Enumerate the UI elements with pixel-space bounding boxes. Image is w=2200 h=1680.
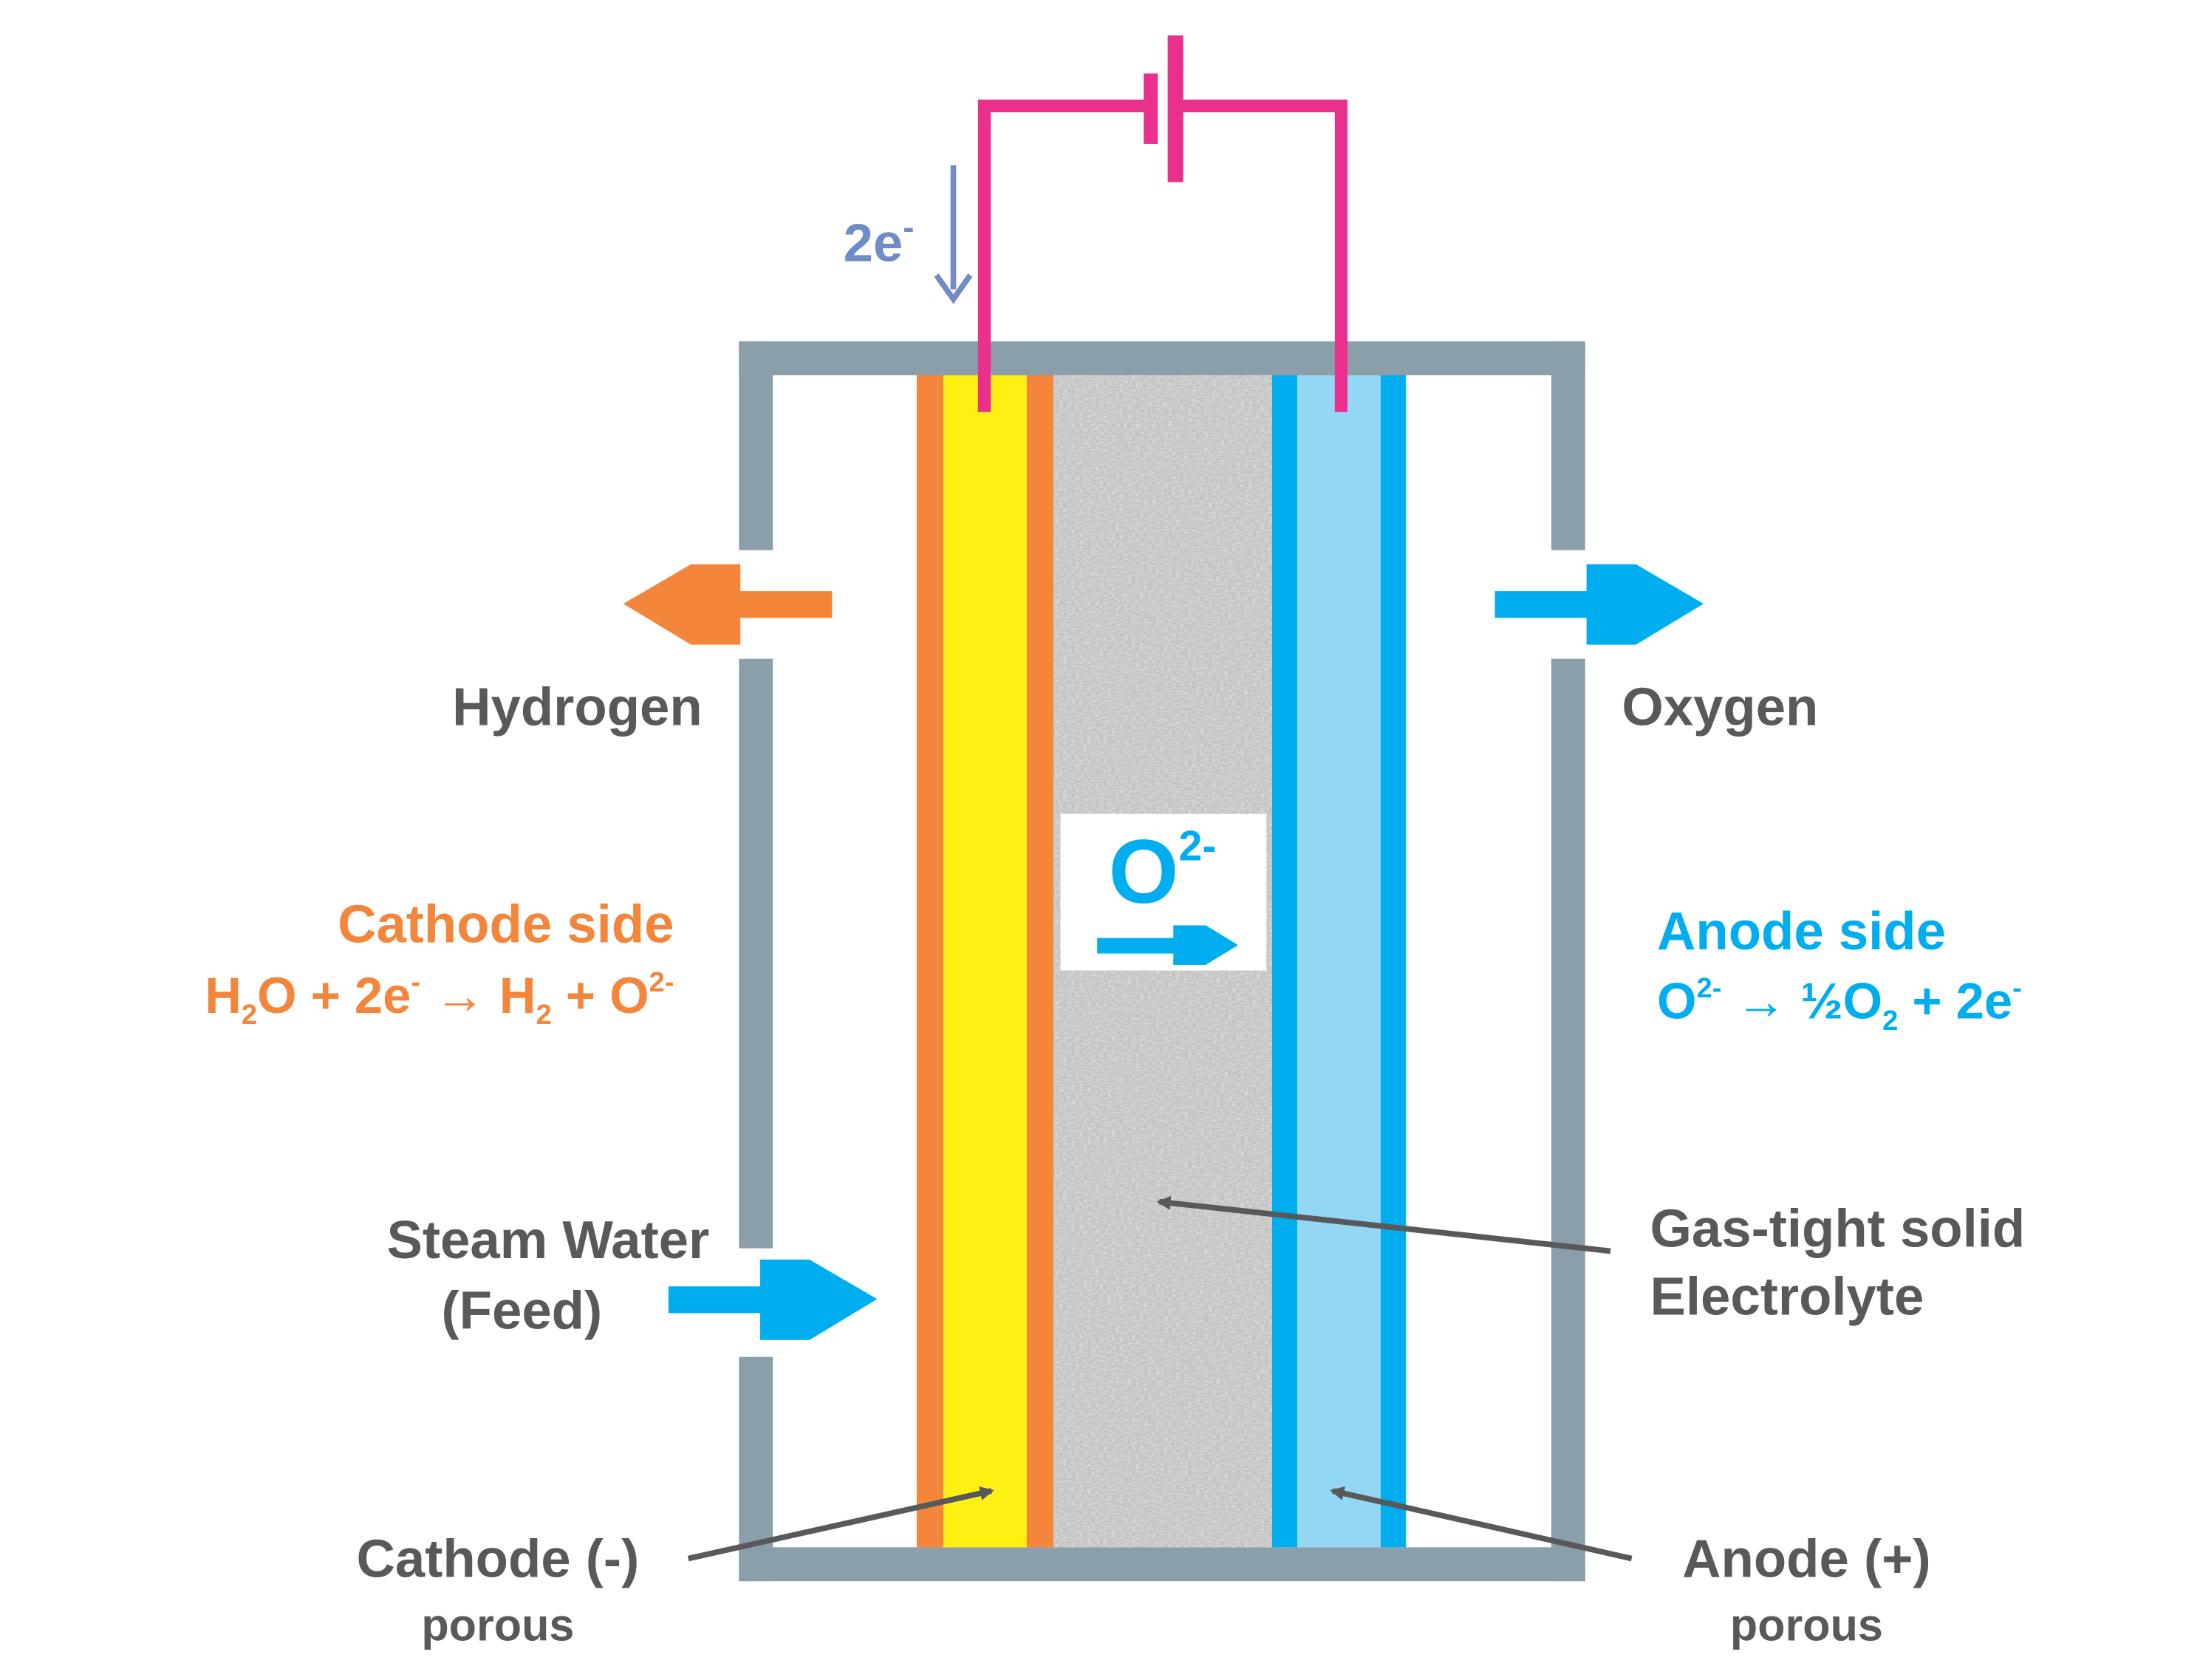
electron-flow-arrow [934, 165, 973, 304]
cathode-layer [916, 375, 1054, 1548]
oxygen-label: Oxygen [1622, 677, 1818, 737]
ion-flow-arrow [1097, 925, 1239, 965]
anode-equation: O2- → ½O2 + 2e- [1657, 972, 2022, 1037]
cathode-porous-label: porous [421, 1599, 574, 1650]
electrolyte-label-line1: Gas-tight solid [1650, 1199, 2026, 1259]
anode-layer [1271, 375, 1407, 1548]
anode-leader-line [1330, 1486, 1633, 1562]
cathode-label: Cathode (-) [356, 1529, 639, 1588]
electron-label: 2e- [844, 208, 915, 273]
hydrogen-label: Hydrogen [452, 677, 703, 737]
electrolyte-leader-line [1156, 1195, 1611, 1254]
oxygen-outlet-arrow [1494, 564, 1704, 645]
feed-label: (Feed) [442, 1280, 603, 1340]
anode-side-title: Anode side [1657, 901, 1946, 961]
hydrogen-outlet-arrow [623, 564, 833, 645]
external-circuit [977, 99, 1348, 412]
steam-label: Steam Water [387, 1210, 710, 1270]
anode-porous-label: porous [1730, 1599, 1883, 1650]
battery-icon [1144, 35, 1183, 182]
cathode-side-title: Cathode side [338, 894, 674, 954]
electrolyte-label-line2: Electrolyte [1650, 1266, 1924, 1326]
cathode-equation: H2O + 2e- → H2 + O2- [205, 966, 674, 1031]
oxide-ion-label: O2- [1108, 821, 1216, 922]
cathode-leader-line [687, 1486, 994, 1562]
steam-inlet-arrow [668, 1259, 878, 1340]
anode-label: Anode (+) [1682, 1529, 1930, 1588]
